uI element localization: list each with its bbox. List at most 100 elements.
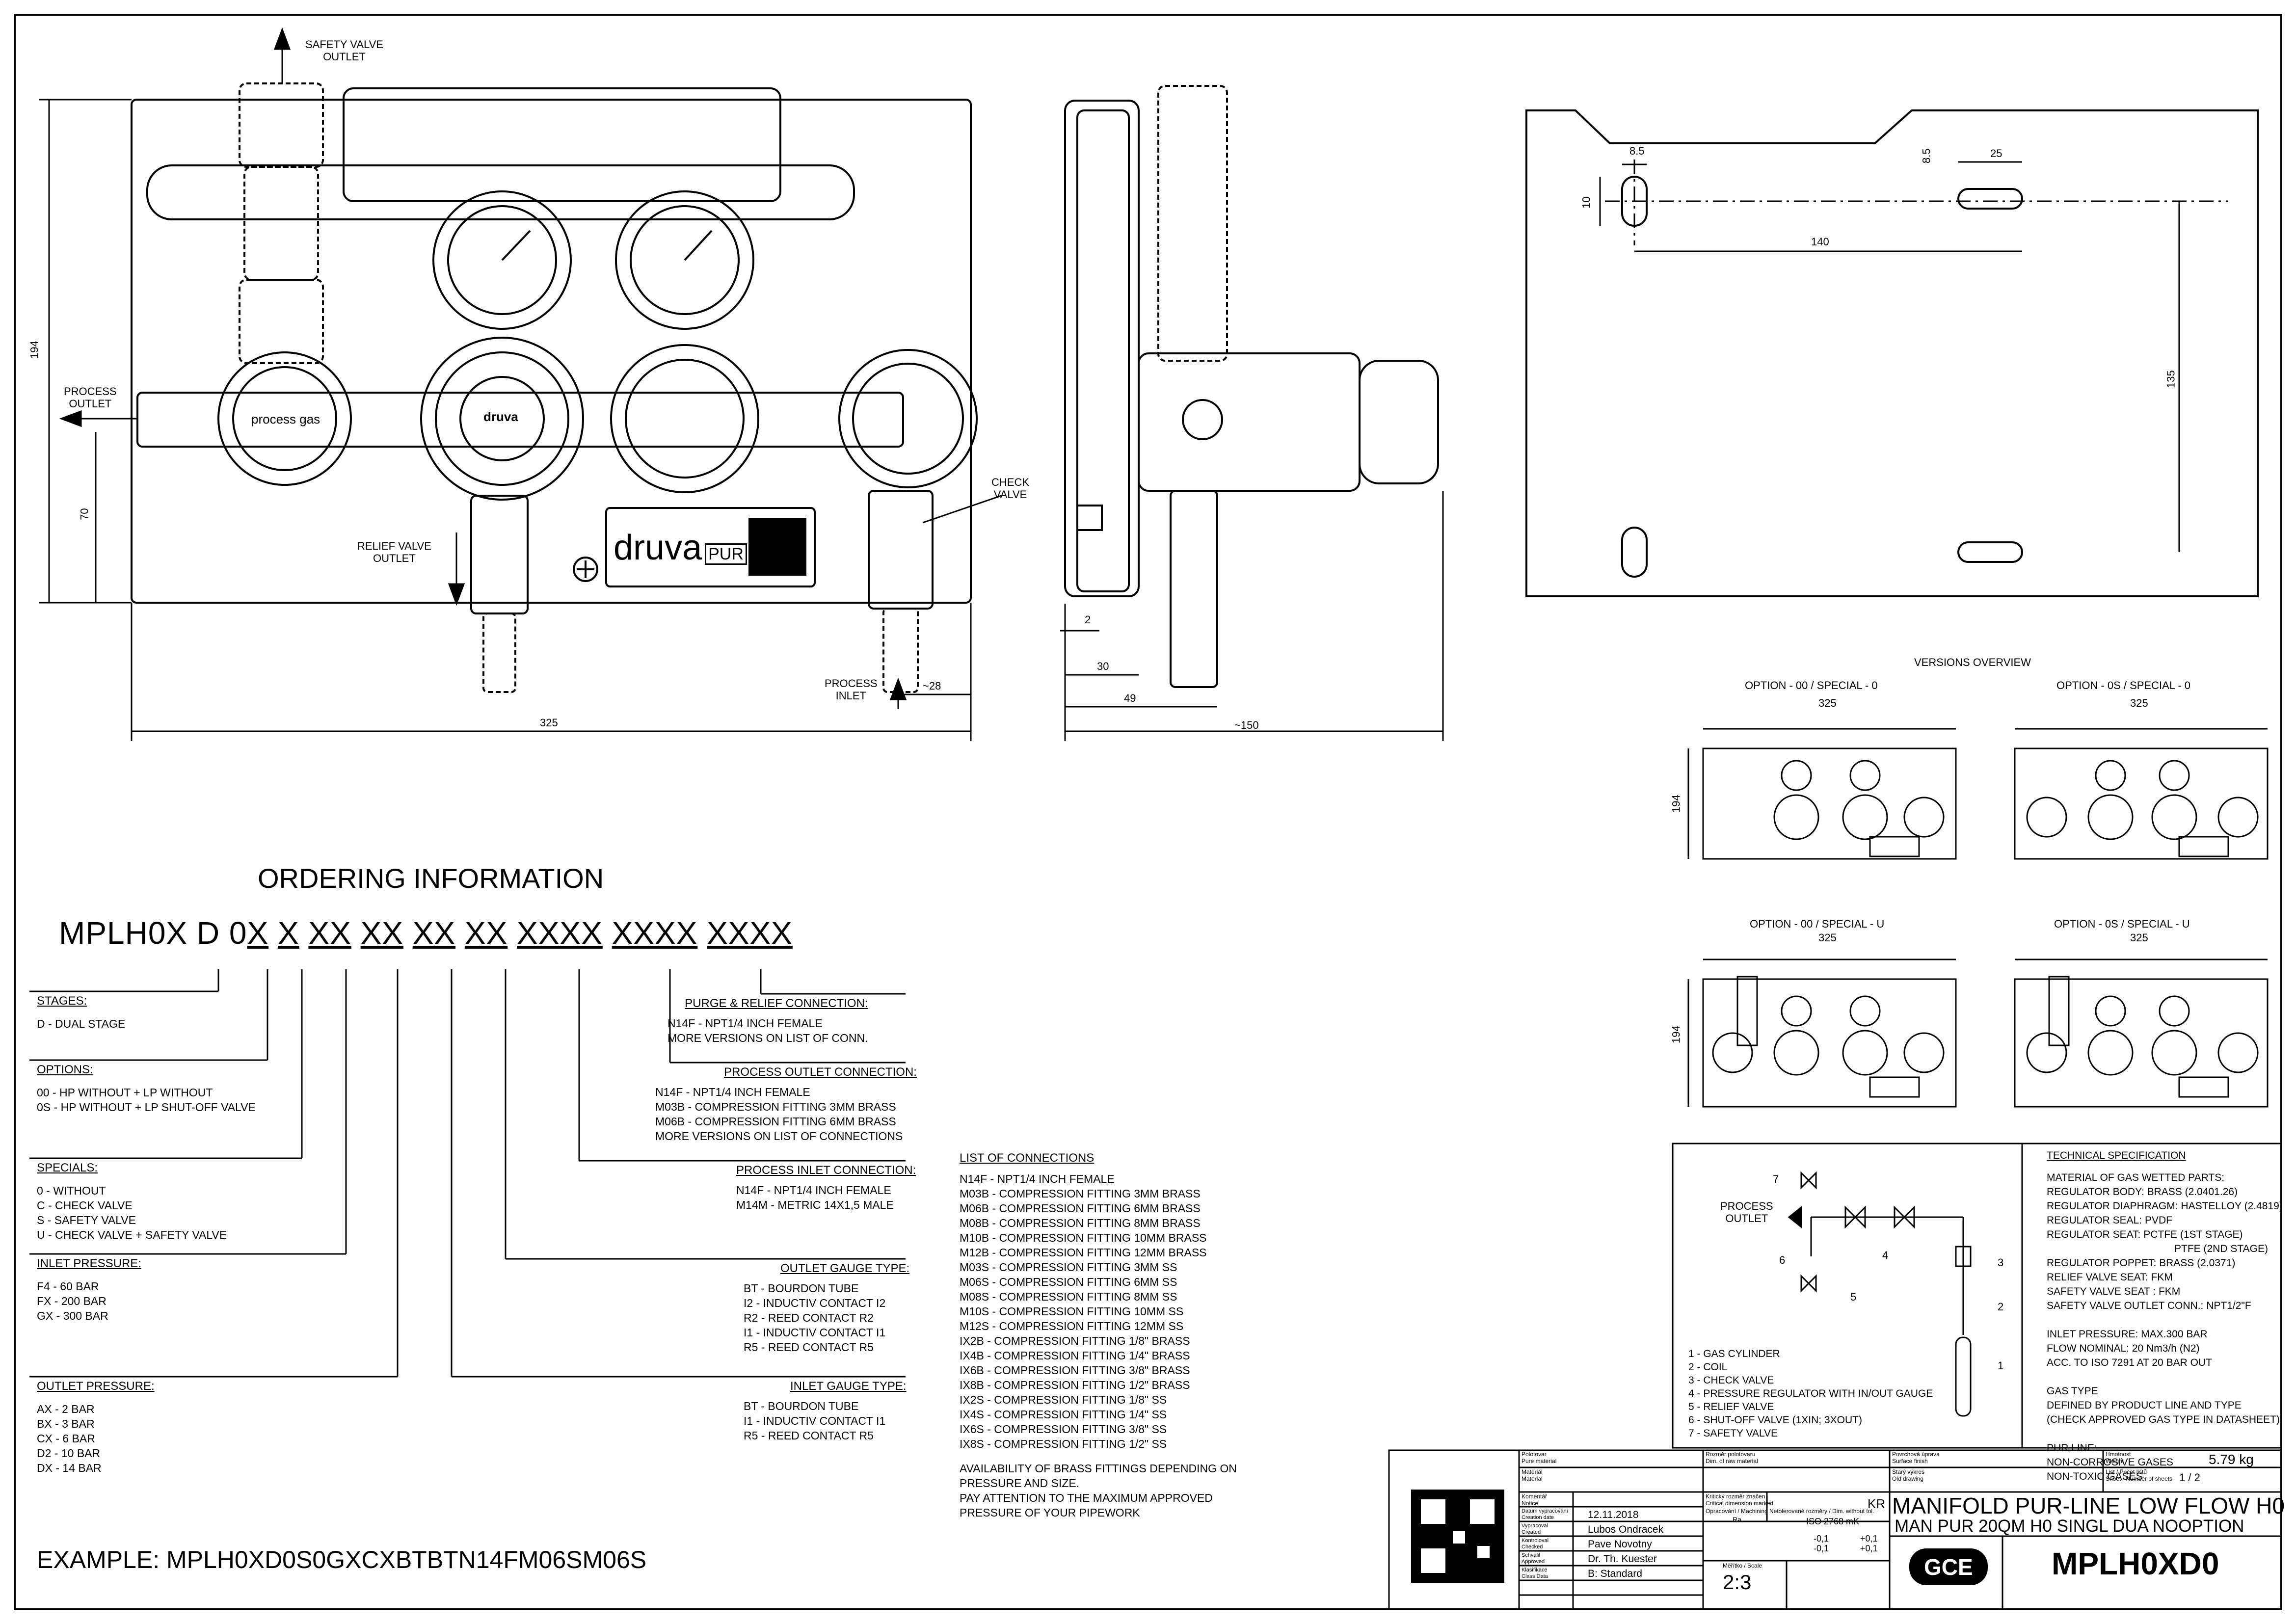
tb-sheet-label: List / Počet listů Sheet / Number of she… xyxy=(2106,1468,2173,1482)
tb-critical-label: Kritický rozměr značen Critical dimensio… xyxy=(1706,1493,1774,1507)
side-view-dims xyxy=(1060,491,1444,741)
tb-title-line1: MANIFOLD PUR-LINE LOW FLOW H0 xyxy=(1892,1493,2285,1518)
dim-side-30: 30 xyxy=(1097,660,1109,672)
tb-kr: KR xyxy=(1868,1496,1886,1511)
schematic-frame xyxy=(1672,1143,2282,1449)
tb-surface-label: Povrchová úprava Surface finish xyxy=(1892,1451,1940,1464)
tb-scale-label: Měřítko / Scale xyxy=(1723,1562,1762,1569)
qr-code xyxy=(1411,1490,1504,1583)
gce-logo xyxy=(1909,1548,1988,1585)
tb-machining: Ra xyxy=(1733,1516,1741,1523)
regulator-brand: druva xyxy=(483,409,518,424)
tb-approved-label: Schválil Approved xyxy=(1522,1552,1545,1565)
tb-tolerance: ISO 2768 mK xyxy=(1806,1517,1860,1526)
tb-old-drawing-label: Starý výkres Old drawing xyxy=(1892,1468,1925,1482)
version-3-title: OPTION - 0S / SPECIAL - U xyxy=(2054,918,2190,930)
ordering-example: EXAMPLE: MPLH0XD0S0GXCXBTBTN14FM06SM06S xyxy=(37,1546,647,1573)
technical-specification: TECHNICAL SPECIFICATION MATERIAL OF GAS … xyxy=(2047,1150,2283,1482)
ordering-title: ORDERING INFORMATION xyxy=(258,863,604,894)
dim-back-8-5-a: 8.5 xyxy=(1629,145,1645,157)
schematic-num-3: 3 xyxy=(1998,1256,2004,1269)
dim-side-150: ~150 xyxy=(1234,719,1259,731)
front-view xyxy=(131,82,978,693)
side-view xyxy=(1064,85,1439,688)
tb-machining-label: Opracování / Machining xyxy=(1706,1508,1768,1515)
stages-group: STAGES: D - DUAL STAGE xyxy=(37,994,126,1030)
dim-back-8-5-b: 8.5 xyxy=(1920,148,1933,163)
back-view xyxy=(1525,109,2259,597)
tb-tol-minus: -0,1 xyxy=(1814,1534,1829,1544)
schematic-num-1: 1 xyxy=(1998,1359,2004,1372)
dim-back-25: 25 xyxy=(1990,147,2002,160)
tb-sheet: 1 / 2 xyxy=(2179,1471,2200,1484)
dim-front-width: 325 xyxy=(540,717,558,729)
tb-material2-label: Materiál Material xyxy=(1522,1468,1543,1482)
tb-tol-minus2: -0,1 xyxy=(1814,1544,1829,1553)
tb-tol-plus: +0,1 xyxy=(1860,1534,1878,1544)
ordering-leader-lines xyxy=(29,969,906,1378)
versions-title: VERSIONS OVERVIEW xyxy=(1914,656,2031,668)
schematic-num-4: 4 xyxy=(1882,1249,1889,1261)
version-2-height: 194 xyxy=(1670,1025,1682,1044)
tb-checked-label: Kontroloval Checked xyxy=(1522,1538,1549,1550)
connections-list: LIST OF CONNECTIONS N14F - NPT1/4 INCH F… xyxy=(960,1151,1237,1519)
version-0-title: OPTION - 00 / SPECIAL - 0 xyxy=(1745,679,1878,692)
version-2-width: 325 xyxy=(1818,932,1837,944)
tb-weight: 5.79 kg xyxy=(2209,1452,2254,1467)
tb-scale: 2:3 xyxy=(1723,1571,1752,1594)
purge-group: PURGE & RELIEF CONNECTION: N14F - NPT1/4… xyxy=(667,997,868,1044)
dim-back-140: 140 xyxy=(1811,236,1829,248)
version-2-title: OPTION - 00 / SPECIAL - U xyxy=(1750,918,1885,930)
dim-side-2: 2 xyxy=(1085,613,1091,626)
dim-front-outlet-height: 70 xyxy=(78,508,91,520)
tb-class: B: Standard xyxy=(1588,1568,1642,1579)
tb-checked: Pave Novotny xyxy=(1588,1539,1652,1550)
tb-tolerance-label: Netolerované rozměry / Dim. without tol. xyxy=(1769,1508,1874,1515)
schematic-num-5: 5 xyxy=(1850,1291,1857,1303)
tb-material-label: Polotovar Pure material xyxy=(1522,1451,1557,1464)
tb-logo: GCE xyxy=(1924,1554,1973,1580)
ordering-code: MPLH0X D 0X X XX XX XX XX XXXX XXXX XXXX xyxy=(59,915,793,951)
front-view-dims xyxy=(39,27,1002,741)
back-view-dims xyxy=(1599,160,2228,552)
dim-front-height: 194 xyxy=(28,341,41,359)
version-1-title: OPTION - 0S / SPECIAL - 0 xyxy=(2056,679,2191,692)
version-0-width: 325 xyxy=(1818,697,1837,709)
tb-author-label: Vypracoval Created xyxy=(1522,1523,1548,1535)
title-block-frame xyxy=(1388,1449,2282,1610)
schematic-num-2: 2 xyxy=(1998,1301,2004,1313)
process-outlet-conn-group: PROCESS OUTLET CONNECTION: N14F - NPT1/4… xyxy=(655,1065,917,1143)
dim-back-135: 135 xyxy=(2164,370,2177,389)
schematic-num-6: 6 xyxy=(1779,1254,1786,1266)
version-0-height: 194 xyxy=(1670,795,1682,813)
version-3-width: 325 xyxy=(2130,932,2148,944)
tb-drawing-number: MPLH0XD0 xyxy=(2052,1546,2219,1581)
process-gas-badge: process gas xyxy=(251,412,320,426)
dim-back-10: 10 xyxy=(1580,196,1593,209)
tb-author: Lubos Ondracek xyxy=(1588,1524,1664,1535)
dim-inlet-offset: ~28 xyxy=(923,680,941,692)
version-1-width: 325 xyxy=(2130,697,2148,709)
versions-overview xyxy=(1687,728,2269,1108)
tb-weight-label: Hmotnost Weight xyxy=(2106,1451,2131,1464)
tb-title-line2: MAN PUR 20QM H0 SINGL DUA NOOPTION xyxy=(1895,1517,2244,1536)
tb-tol-plus2: +0,1 xyxy=(1860,1544,1878,1553)
process-inlet-conn-group: PROCESS INLET CONNECTION: N14F - NPT1/4 … xyxy=(736,1164,916,1211)
tb-comment-label: Komentář Notice xyxy=(1522,1493,1548,1507)
tb-approved: Dr. Th. Kuester xyxy=(1588,1553,1657,1565)
schematic-num-7: 7 xyxy=(1773,1173,1779,1185)
